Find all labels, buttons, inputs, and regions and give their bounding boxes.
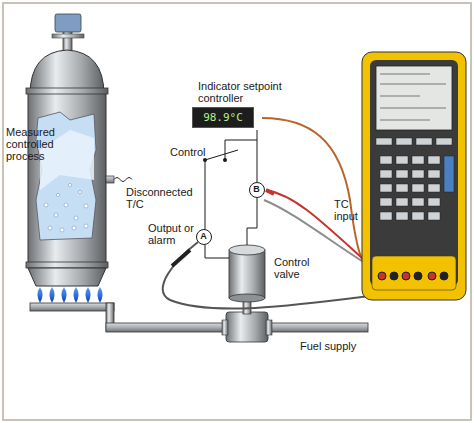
input-label: TC input [334,198,364,222]
signal-wire [257,130,258,182]
meter-circle: B [249,182,265,198]
frame [3,3,471,420]
tank-top-valve [52,14,84,52]
control-wiring [205,140,257,258]
process-tank [26,50,132,286]
valve-label: Control valve [274,256,324,280]
switch-contact [203,158,207,162]
thermocouple-label: Disconnected T/C [126,186,200,210]
output-label: Output or alarm [148,222,196,246]
switch-label: Control [170,146,220,158]
controller-heading: Indicator setpoint controller [198,80,292,104]
pipe-label: Fuel supply [300,340,380,352]
burner [30,287,114,331]
control-valve [222,245,272,342]
process-calibrator [362,52,466,300]
process-label: Measured controlled process [6,126,64,162]
meter-circle: A [196,229,212,245]
switch-contact [223,158,227,162]
meter-letter: B [250,183,263,196]
meter-letter: A [197,230,210,243]
controller-display: 98.9°C [192,107,254,128]
controller-box: Indicator setpoint controller 98.9°C [192,80,292,130]
